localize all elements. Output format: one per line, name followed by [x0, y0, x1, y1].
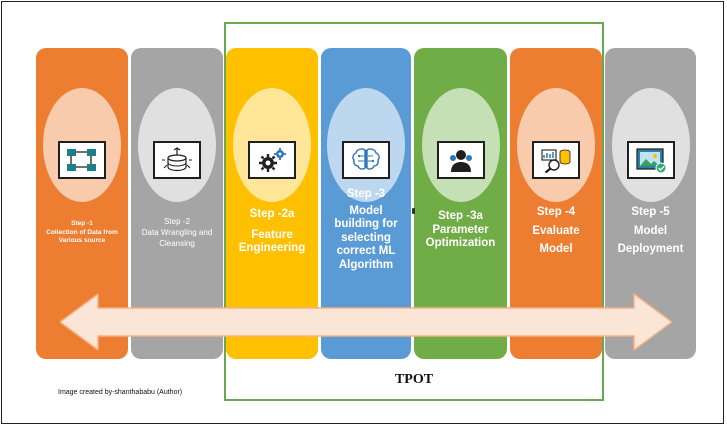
deploy-image-icon [626, 141, 675, 179]
step-3a-label: Step -3a Parameter Optimization [425, 210, 496, 249]
stray-mark [412, 208, 415, 214]
flowchart-icon [58, 141, 106, 179]
step-5-label: Step -5 Model Deployment [617, 206, 684, 255]
image-credit: Image created by-shanthababu (Author) [58, 389, 183, 396]
double-arrow [60, 293, 672, 351]
user-settings-icon [436, 141, 485, 179]
step-4-card: Step -4 Evaluate Model [510, 48, 602, 359]
step-2-label: Step -2 Data Wrangling and Cleansing [141, 217, 213, 248]
gears-icon [248, 141, 296, 179]
step-5-card: Step -5 Model Deployment [605, 48, 696, 359]
step-3a-card: Step -3a Parameter Optimization [414, 48, 507, 359]
step-1-label: Step -1 Collection of Data from Various … [46, 220, 118, 244]
database-cleaning-icon [153, 141, 201, 179]
step-4-label: Step -4 Evaluate Model [532, 206, 580, 255]
analysis-icon [532, 141, 580, 179]
brain-circuit-icon [342, 141, 390, 179]
step-2a-label: Step -2a Feature Engineering [238, 208, 306, 254]
tpot-label: TPOT [394, 372, 434, 387]
step-3-card: Step -3 Model building for selecting cor… [321, 48, 411, 359]
tpot-boundary [224, 22, 604, 401]
step-2a-card: Step -2a Feature Engineering [226, 48, 318, 359]
step-2-card: Step -2 Data Wrangling and Cleansing [131, 48, 223, 359]
step-3-label: Step -3 Model building for selecting cor… [334, 188, 398, 271]
